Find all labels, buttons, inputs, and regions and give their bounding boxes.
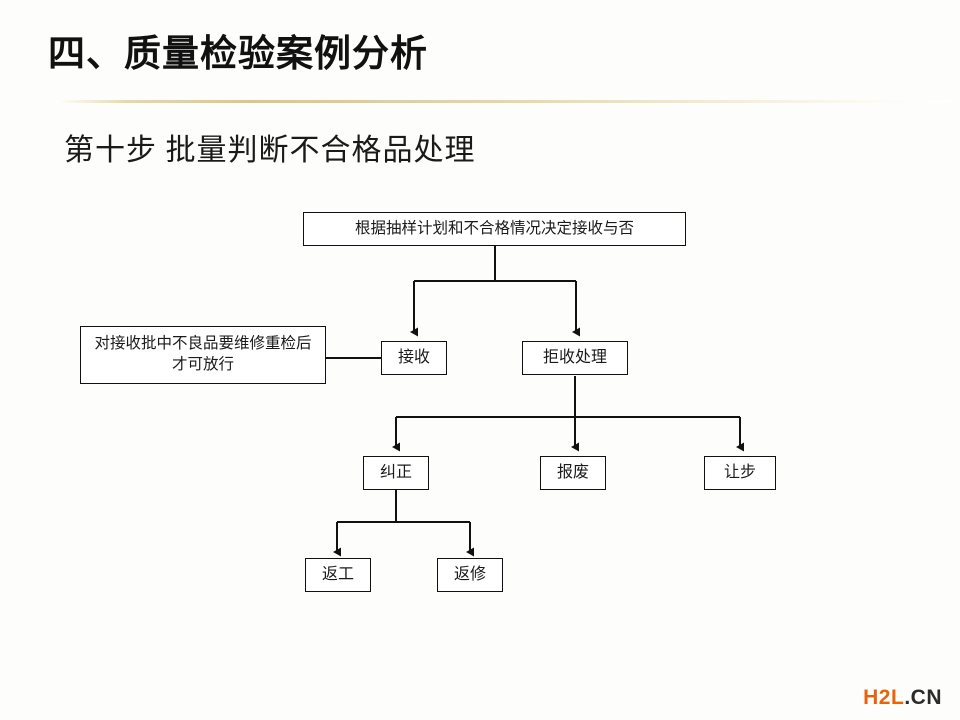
watermark-brand: H2L [863,686,905,709]
flow-node-repair[interactable]: 返修 [437,558,503,592]
flow-node-rework[interactable]: 返工 [305,558,371,592]
flow-node-concession[interactable]: 让步 [704,456,776,490]
flow-node-accept[interactable]: 接收 [381,341,447,375]
page-title: 四、质量检验案例分析 [48,34,428,75]
watermark-tld: .CN [904,686,942,709]
flow-node-reject[interactable]: 拒收处理 [522,341,628,375]
slide-subtitle: 第十步 批量判断不合格品处理 [64,134,476,167]
flow-node-correct[interactable]: 纠正 [363,456,429,490]
title-divider [55,100,951,103]
flow-node-accept-note[interactable]: 对接收批中不良品要维修重检后才可放行 [80,326,326,384]
flow-node-scrap[interactable]: 报废 [540,456,606,490]
watermark: H2L.CN [863,686,942,710]
flow-node-decision[interactable]: 根据抽样计划和不合格情况决定接收与否 [303,212,686,246]
